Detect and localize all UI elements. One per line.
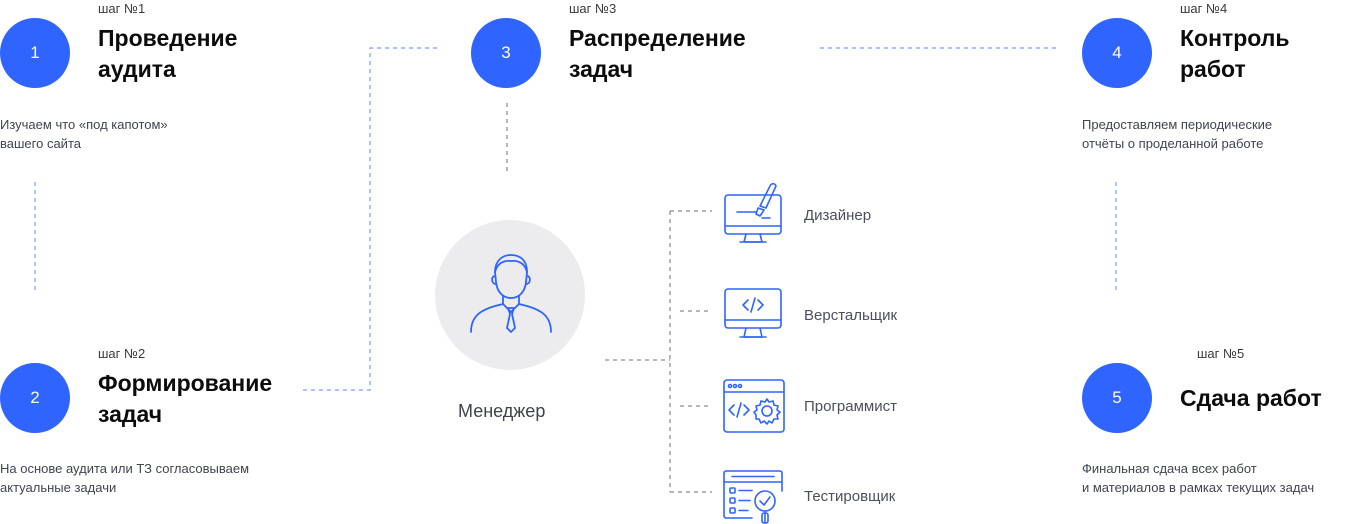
step-1-title: Проведение аудита (98, 23, 237, 85)
step-3-title: Распределение задач (569, 23, 746, 85)
manager-avatar (435, 220, 585, 370)
title-line: задач (569, 56, 634, 82)
step-5-description: Финальная сдача всех работ и материалов … (1082, 459, 1314, 497)
browser-code-gear-icon (723, 379, 785, 433)
step-number: 2 (30, 388, 40, 407)
monitor-code-icon (724, 288, 782, 338)
desc-line: Финальная сдача всех работ (1082, 461, 1257, 476)
person-tie-icon (470, 254, 552, 333)
role-programmer-label: Программист (804, 398, 897, 415)
step-number: 3 (501, 43, 511, 62)
title-line: задач (98, 401, 163, 427)
desc-line: вашего сайта (0, 136, 81, 151)
title-line: Сдача работ (1180, 385, 1322, 411)
title-line: работ (1180, 56, 1246, 82)
step-1-badge: 1 (0, 18, 70, 88)
step-4-title: Контроль работ (1180, 23, 1290, 85)
step-3-badge: 3 (471, 18, 541, 88)
step-number: 5 (1112, 388, 1122, 407)
role-designer-label: Дизайнер (804, 207, 872, 224)
desc-line: актуальные задачи (0, 480, 117, 495)
title-line: Распределение (569, 25, 746, 51)
step-2-badge: 2 (0, 363, 70, 433)
manager-label: Менеджер (458, 401, 546, 421)
checklist-magnifier-icon (723, 470, 783, 524)
step-1-label: шаг №1 (98, 1, 146, 16)
step-5-label: шаг №5 (1197, 346, 1245, 361)
step-number: 4 (1112, 43, 1122, 62)
step-5-badge: 5 (1082, 363, 1152, 433)
desc-line: Предоставляем периодические (1082, 117, 1273, 132)
role-layout-label: Верстальщик (804, 307, 898, 324)
step-number: 1 (30, 43, 40, 62)
title-line: Проведение (98, 25, 238, 51)
role-tester-label: Тестировщик (804, 488, 896, 505)
step-5-title: Сдача работ (1180, 383, 1322, 414)
title-line: Формирование (98, 370, 273, 396)
step-4-description: Предоставляем периодические отчёты о про… (1082, 115, 1272, 153)
step-3-label: шаг №3 (569, 1, 617, 16)
step-4-badge: 4 (1082, 18, 1152, 88)
desc-line: отчёты о проделанной работе (1082, 136, 1264, 151)
monitor-brush-icon (724, 182, 782, 243)
desc-line: На основе аудита или ТЗ согласовываем (0, 461, 250, 476)
step-2-title: Формирование задач (98, 368, 272, 430)
step-1-description: Изучаем что «под капотом» вашего сайта (0, 115, 168, 153)
title-line: Контроль (1180, 25, 1290, 51)
step-2-label: шаг №2 (98, 346, 146, 361)
desc-line: и материалов в рамках текущих задач (1082, 480, 1315, 495)
step-2-description: На основе аудита или ТЗ согласовываем ак… (0, 459, 249, 497)
step-4-label: шаг №4 (1180, 1, 1228, 16)
title-line: аудита (98, 56, 176, 82)
desc-line: Изучаем что «под капотом» (0, 117, 168, 132)
